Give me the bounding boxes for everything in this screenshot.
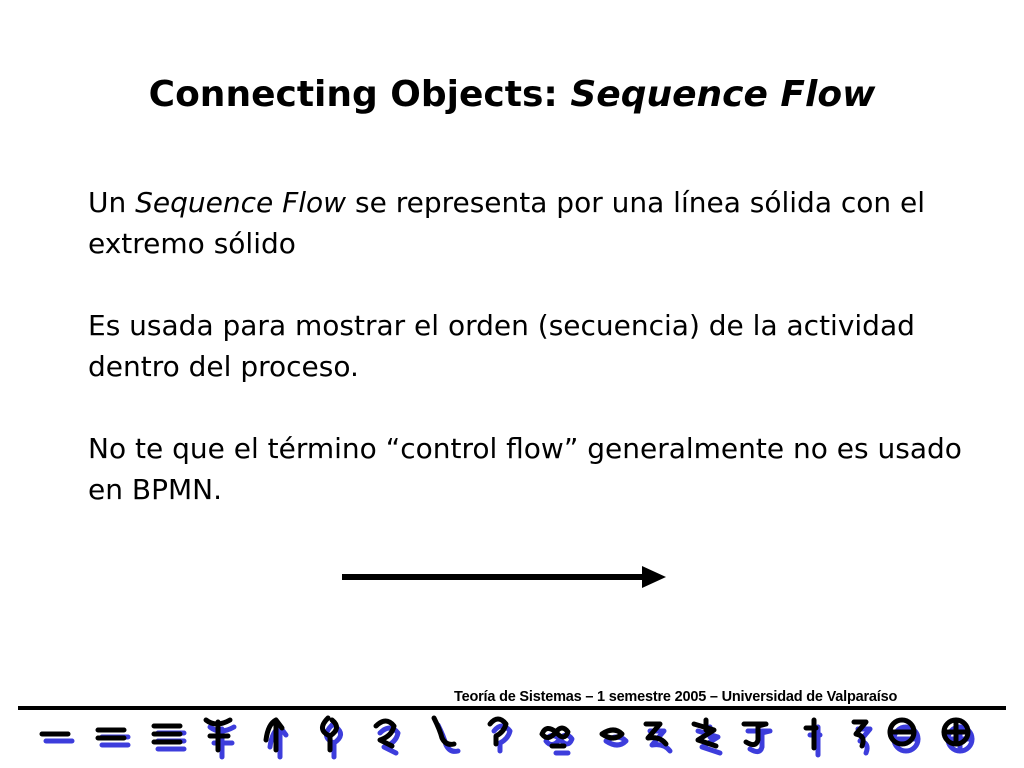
sequence-flow-arrowhead [642,566,666,588]
glyph-foreground-layer [39,715,971,753]
footer-divider [18,706,1006,710]
slide-body: Un Sequence Flow se representa por una l… [88,182,988,551]
slide-title-prefix: Connecting Objects: [148,74,571,115]
paragraph-sequence-flow-definition: Un Sequence Flow se representa por una l… [88,182,988,264]
paragraph-sequence-flow-usage: Es usada para mostrar el orden (secuenci… [88,309,915,383]
decorative-glyph-strip [39,715,975,760]
paragraph-1-lead: Un [88,186,136,219]
glyph-shadow-layer [43,722,975,760]
sequence-flow-line [342,574,648,580]
sequence-flow-arrow-icon [342,566,666,588]
paragraph-1-rest: se representa por una línea sólida con e… [88,186,926,260]
slide-title: Connecting Objects: Sequence Flow [0,74,1024,115]
footer-caption: Teoría de Sistemas – 1 semestre 2005 – U… [454,689,898,705]
paragraph-1-emphasis: Sequence Flow [135,186,347,219]
slide-title-emphasis: Sequence Flow [570,74,876,115]
paragraph-control-flow-note: No te que el término “control flow” gene… [88,432,962,506]
